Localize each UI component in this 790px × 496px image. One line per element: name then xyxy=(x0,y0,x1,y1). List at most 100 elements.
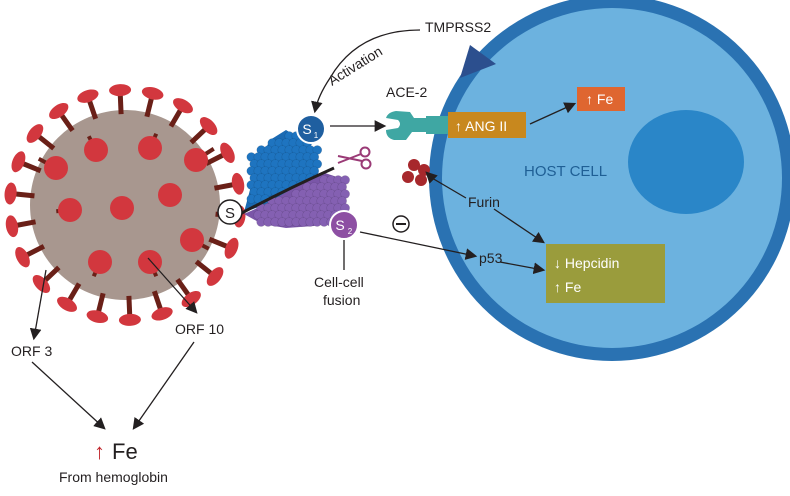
svg-text:2: 2 xyxy=(348,227,353,236)
virus-spike-head xyxy=(173,98,193,114)
virus-spike-stalk xyxy=(21,160,42,174)
virus-surface-protein xyxy=(88,250,112,274)
spike-cleavage-line xyxy=(239,166,335,216)
scissors-icon xyxy=(337,146,372,170)
virus-surface-protein xyxy=(110,196,134,220)
virus-spike-head xyxy=(57,296,77,312)
furin-enzyme xyxy=(402,159,430,186)
host-cell-label: HOST CELL xyxy=(524,163,607,180)
arrow-p53-to-hepcidin xyxy=(499,261,546,275)
hepcidin-box: ↓ Hepcidin ↑ Fe xyxy=(546,244,665,303)
furin-label: Furin xyxy=(468,194,500,210)
virus-spike-stalk xyxy=(204,152,226,166)
svg-text:1: 1 xyxy=(314,131,319,140)
virus-spike-head xyxy=(86,310,109,324)
virus-spike-stalk xyxy=(151,290,164,311)
virus-spike-stalk xyxy=(24,244,46,258)
virus-spike-stalk xyxy=(15,219,37,228)
hepcidin-label: ↓ Hepcidin xyxy=(554,255,619,271)
svg-text:S: S xyxy=(335,217,344,233)
virus-spike-stalk xyxy=(194,259,214,276)
arrows xyxy=(29,29,577,430)
svg-text:↑ ANG II: ↑ ANG II xyxy=(455,118,507,134)
host-cell xyxy=(429,0,790,361)
arrow-virus-to-orf3 xyxy=(29,269,47,341)
virus-spike-stalk xyxy=(144,96,155,118)
arrow-virus-to-orf10 xyxy=(147,257,198,314)
spike-s1-texture xyxy=(246,131,323,204)
orf10-label: ORF 10 xyxy=(175,321,224,337)
ace2-receptor xyxy=(386,111,452,140)
virus-surface-protein xyxy=(138,136,162,160)
virus-spike-head xyxy=(32,274,51,293)
host-cell-nucleus xyxy=(628,110,744,214)
host-cell-cytoplasm xyxy=(442,8,782,348)
virus-spike-head xyxy=(4,182,17,205)
fe-bottom-arrow: ↑ xyxy=(94,439,105,464)
ang2-box: ↑ ANG II xyxy=(448,112,526,138)
arrow-orf3-to-fe xyxy=(31,361,106,430)
virus-spike-stalk xyxy=(126,295,133,317)
p53-label: p53 xyxy=(479,250,503,266)
virus-spike-head xyxy=(199,117,218,136)
tmprss2-label: TMPRSS2 xyxy=(425,19,491,35)
from-hemoglobin-label: From hemoglobin xyxy=(59,469,168,485)
virus-spike-head xyxy=(231,172,245,195)
cell-fusion-label-line1: Cell-cell xyxy=(314,274,364,290)
svg-text:↑ Fe: ↑ Fe xyxy=(586,91,613,107)
virus-spike-head xyxy=(118,313,141,326)
virus-spike-head xyxy=(49,102,69,120)
virus-spike-head xyxy=(26,124,44,143)
virus-surface-protein xyxy=(58,198,82,222)
fe-label-green: ↑ Fe xyxy=(554,279,581,295)
spike-protein xyxy=(239,130,350,228)
virus-spike-stalk xyxy=(175,277,191,298)
svg-text:S: S xyxy=(225,205,235,222)
s1-subunit-marker: S 1 xyxy=(296,114,326,144)
virus-spike-head xyxy=(151,307,173,321)
virus-spike-head xyxy=(77,89,99,103)
arrow-furin-to-dots xyxy=(425,171,467,199)
virus-spike-head xyxy=(224,237,239,259)
virus-spike-stalk xyxy=(36,134,56,151)
cell-fusion-label-line2: fusion xyxy=(323,292,360,308)
virus-surface-protein xyxy=(44,156,68,180)
virus-surface-protein xyxy=(184,148,208,172)
s2-subunit-marker: S 2 xyxy=(329,210,359,240)
virus-particle xyxy=(4,84,246,326)
virus-spike-stalk xyxy=(213,182,235,191)
virus-surface-protein xyxy=(180,228,204,252)
spike-s-marker: S xyxy=(217,199,243,225)
virus-spike-stalk xyxy=(95,292,106,314)
arrow-tmprss2-activation xyxy=(311,29,421,114)
arrow-furin-to-hepcidin xyxy=(493,208,545,244)
virus-spike-stalk xyxy=(59,112,75,133)
orf3-label: ORF 3 xyxy=(11,343,52,359)
virus-spike-stalk xyxy=(208,236,229,250)
virus-spike-stalk xyxy=(42,265,61,284)
fe-increase-box: ↑ Fe xyxy=(577,87,625,111)
inhibition-icon xyxy=(392,215,410,233)
virus-spike-head xyxy=(15,247,30,268)
virus-spike-head xyxy=(206,267,224,286)
arrow-ang2-to-fe xyxy=(529,102,577,125)
virus-surface-protein xyxy=(138,250,162,274)
virus-spike-head xyxy=(109,84,132,97)
arrow-s2-to-p53 xyxy=(359,231,478,260)
virus-spike-stalk xyxy=(66,282,82,303)
fe-bottom-label: Fe xyxy=(112,439,138,464)
virus-spike-stalk xyxy=(189,126,208,145)
virus-surface-protein xyxy=(158,183,182,207)
virus-spike-head xyxy=(141,86,164,100)
virus-spike-stalk xyxy=(168,107,184,128)
virus-spike-head xyxy=(220,142,235,163)
arrow-orf10-to-fe xyxy=(132,341,195,430)
virus-surface-protein xyxy=(84,138,108,162)
virus-spike-stalk xyxy=(117,93,124,115)
virus-spike-stalk xyxy=(86,99,99,120)
virus-spike-head xyxy=(5,215,19,238)
ace2-label: ACE-2 xyxy=(386,84,427,100)
virus-spike-stalk xyxy=(14,191,35,199)
